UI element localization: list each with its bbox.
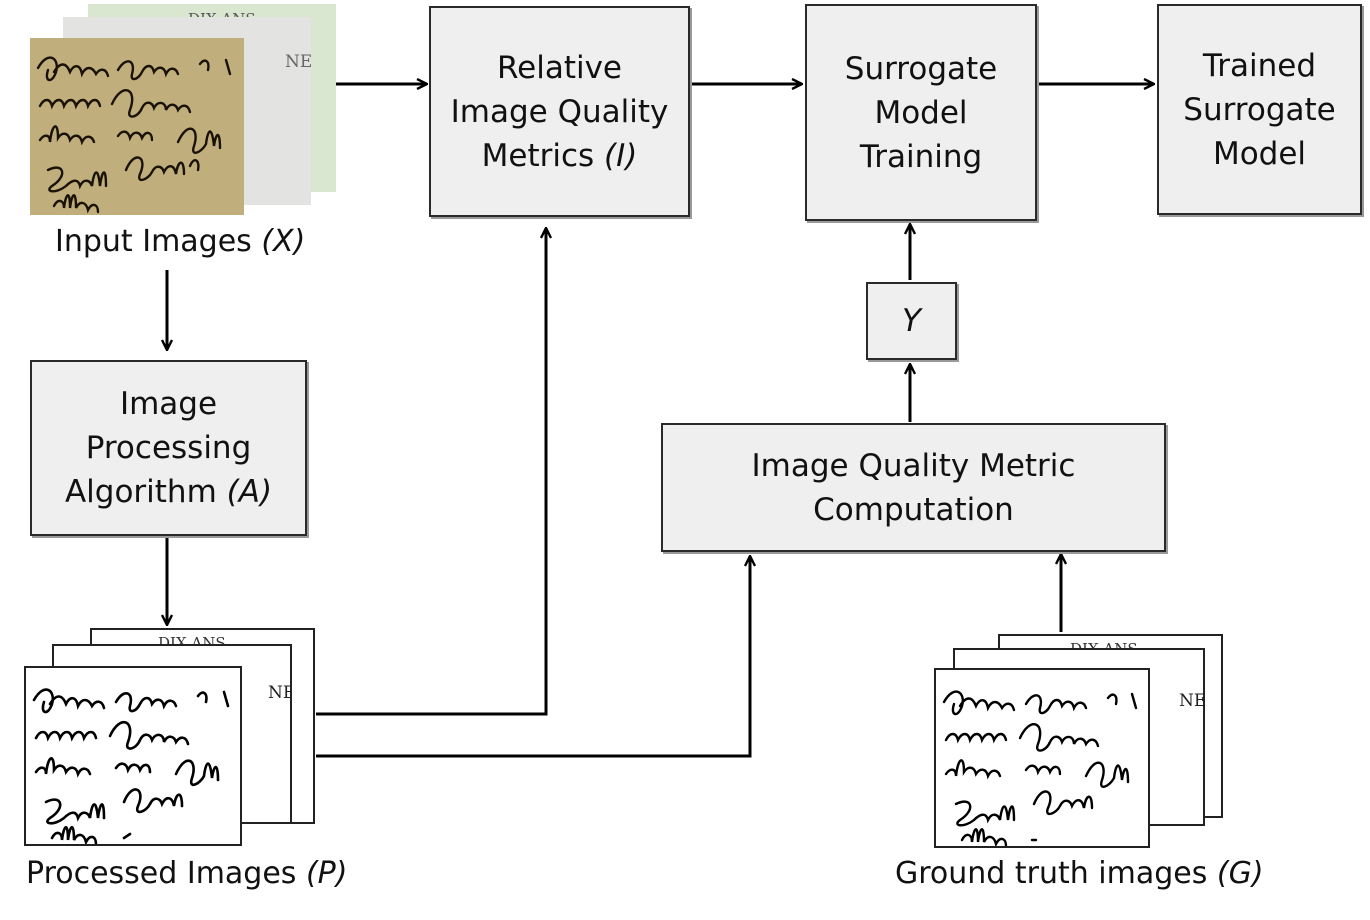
- surrogate-training-line-1: Surrogate: [844, 50, 998, 87]
- surrogate-training-box: Surrogate Model Training: [805, 4, 1037, 221]
- surrogate-training-line-3: Training: [859, 138, 983, 175]
- trained-model-box: Trained Surrogate Model: [1157, 4, 1362, 215]
- algorithm-line-2: Processing: [85, 430, 252, 466]
- surrogate-training-line-2: Model: [874, 94, 968, 131]
- processed-images-caption-var: (P): [305, 856, 348, 891]
- arrow-processed-to-iqm: [316, 556, 750, 758]
- trained-model-line-3: Model: [1212, 135, 1307, 172]
- relative-metrics-box: Relative Image Quality Metrics (I): [429, 6, 690, 217]
- algorithm-line-1: Image: [119, 386, 218, 422]
- arrow-processed-to-metrics: [316, 228, 546, 716]
- relative-metrics-line-2: Image Quality: [450, 93, 669, 130]
- iqm-line-1: Image Quality Metric: [751, 447, 1076, 484]
- input-image-front: [30, 38, 244, 215]
- processed-images-caption-text: Processed Images: [26, 856, 306, 891]
- processed-image-stack: DIX ANS NE: [24, 628, 316, 850]
- binarized-handwriting: [32, 688, 230, 844]
- input-images-caption-var: (X): [261, 224, 306, 259]
- algorithm-var: (A): [226, 474, 273, 510]
- algorithm-line-3: Algorithm (A): [65, 470, 272, 514]
- doc-side-glyph: NE: [268, 683, 292, 703]
- relative-metrics-line-1: Relative: [496, 49, 622, 86]
- relative-metrics-line-3-text: Metrics: [481, 137, 605, 174]
- relative-metrics-var: (I): [604, 137, 638, 174]
- ground-truth-caption: Ground truth images (G): [895, 856, 1264, 891]
- y-label: Y: [902, 303, 921, 339]
- ground-truth-image-front: [934, 668, 1150, 848]
- algorithm-box: Image Processing Algorithm (A): [30, 360, 307, 536]
- algorithm-line-3-text: Algorithm: [64, 474, 227, 510]
- ground-truth-caption-var: (G): [1216, 856, 1264, 891]
- iqm-computation-box: Image Quality Metric Computation: [661, 423, 1166, 552]
- processed-image-front: [24, 666, 242, 846]
- y-box: Y: [866, 282, 957, 360]
- input-images-caption-text: Input Images: [55, 224, 262, 259]
- doc-side-glyph: NE: [1179, 691, 1205, 711]
- iqm-line-2: Computation: [813, 491, 1014, 528]
- input-images-caption: Input Images (X): [55, 224, 305, 259]
- processed-images-caption: Processed Images (P): [26, 856, 347, 891]
- clean-handwriting: [942, 690, 1138, 846]
- doc-side-glyph: NE: [285, 52, 311, 72]
- relative-metrics-line-3: Metrics (I): [482, 134, 638, 178]
- ground-truth-image-stack: DIX ANS NE: [934, 634, 1226, 852]
- handwriting-scan: [30, 38, 244, 215]
- input-image-stack: DIX ANS NE: [30, 0, 336, 220]
- trained-model-line-2: Surrogate: [1183, 91, 1336, 128]
- trained-model-line-1: Trained: [1202, 47, 1317, 84]
- ground-truth-caption-text: Ground truth images: [895, 856, 1217, 891]
